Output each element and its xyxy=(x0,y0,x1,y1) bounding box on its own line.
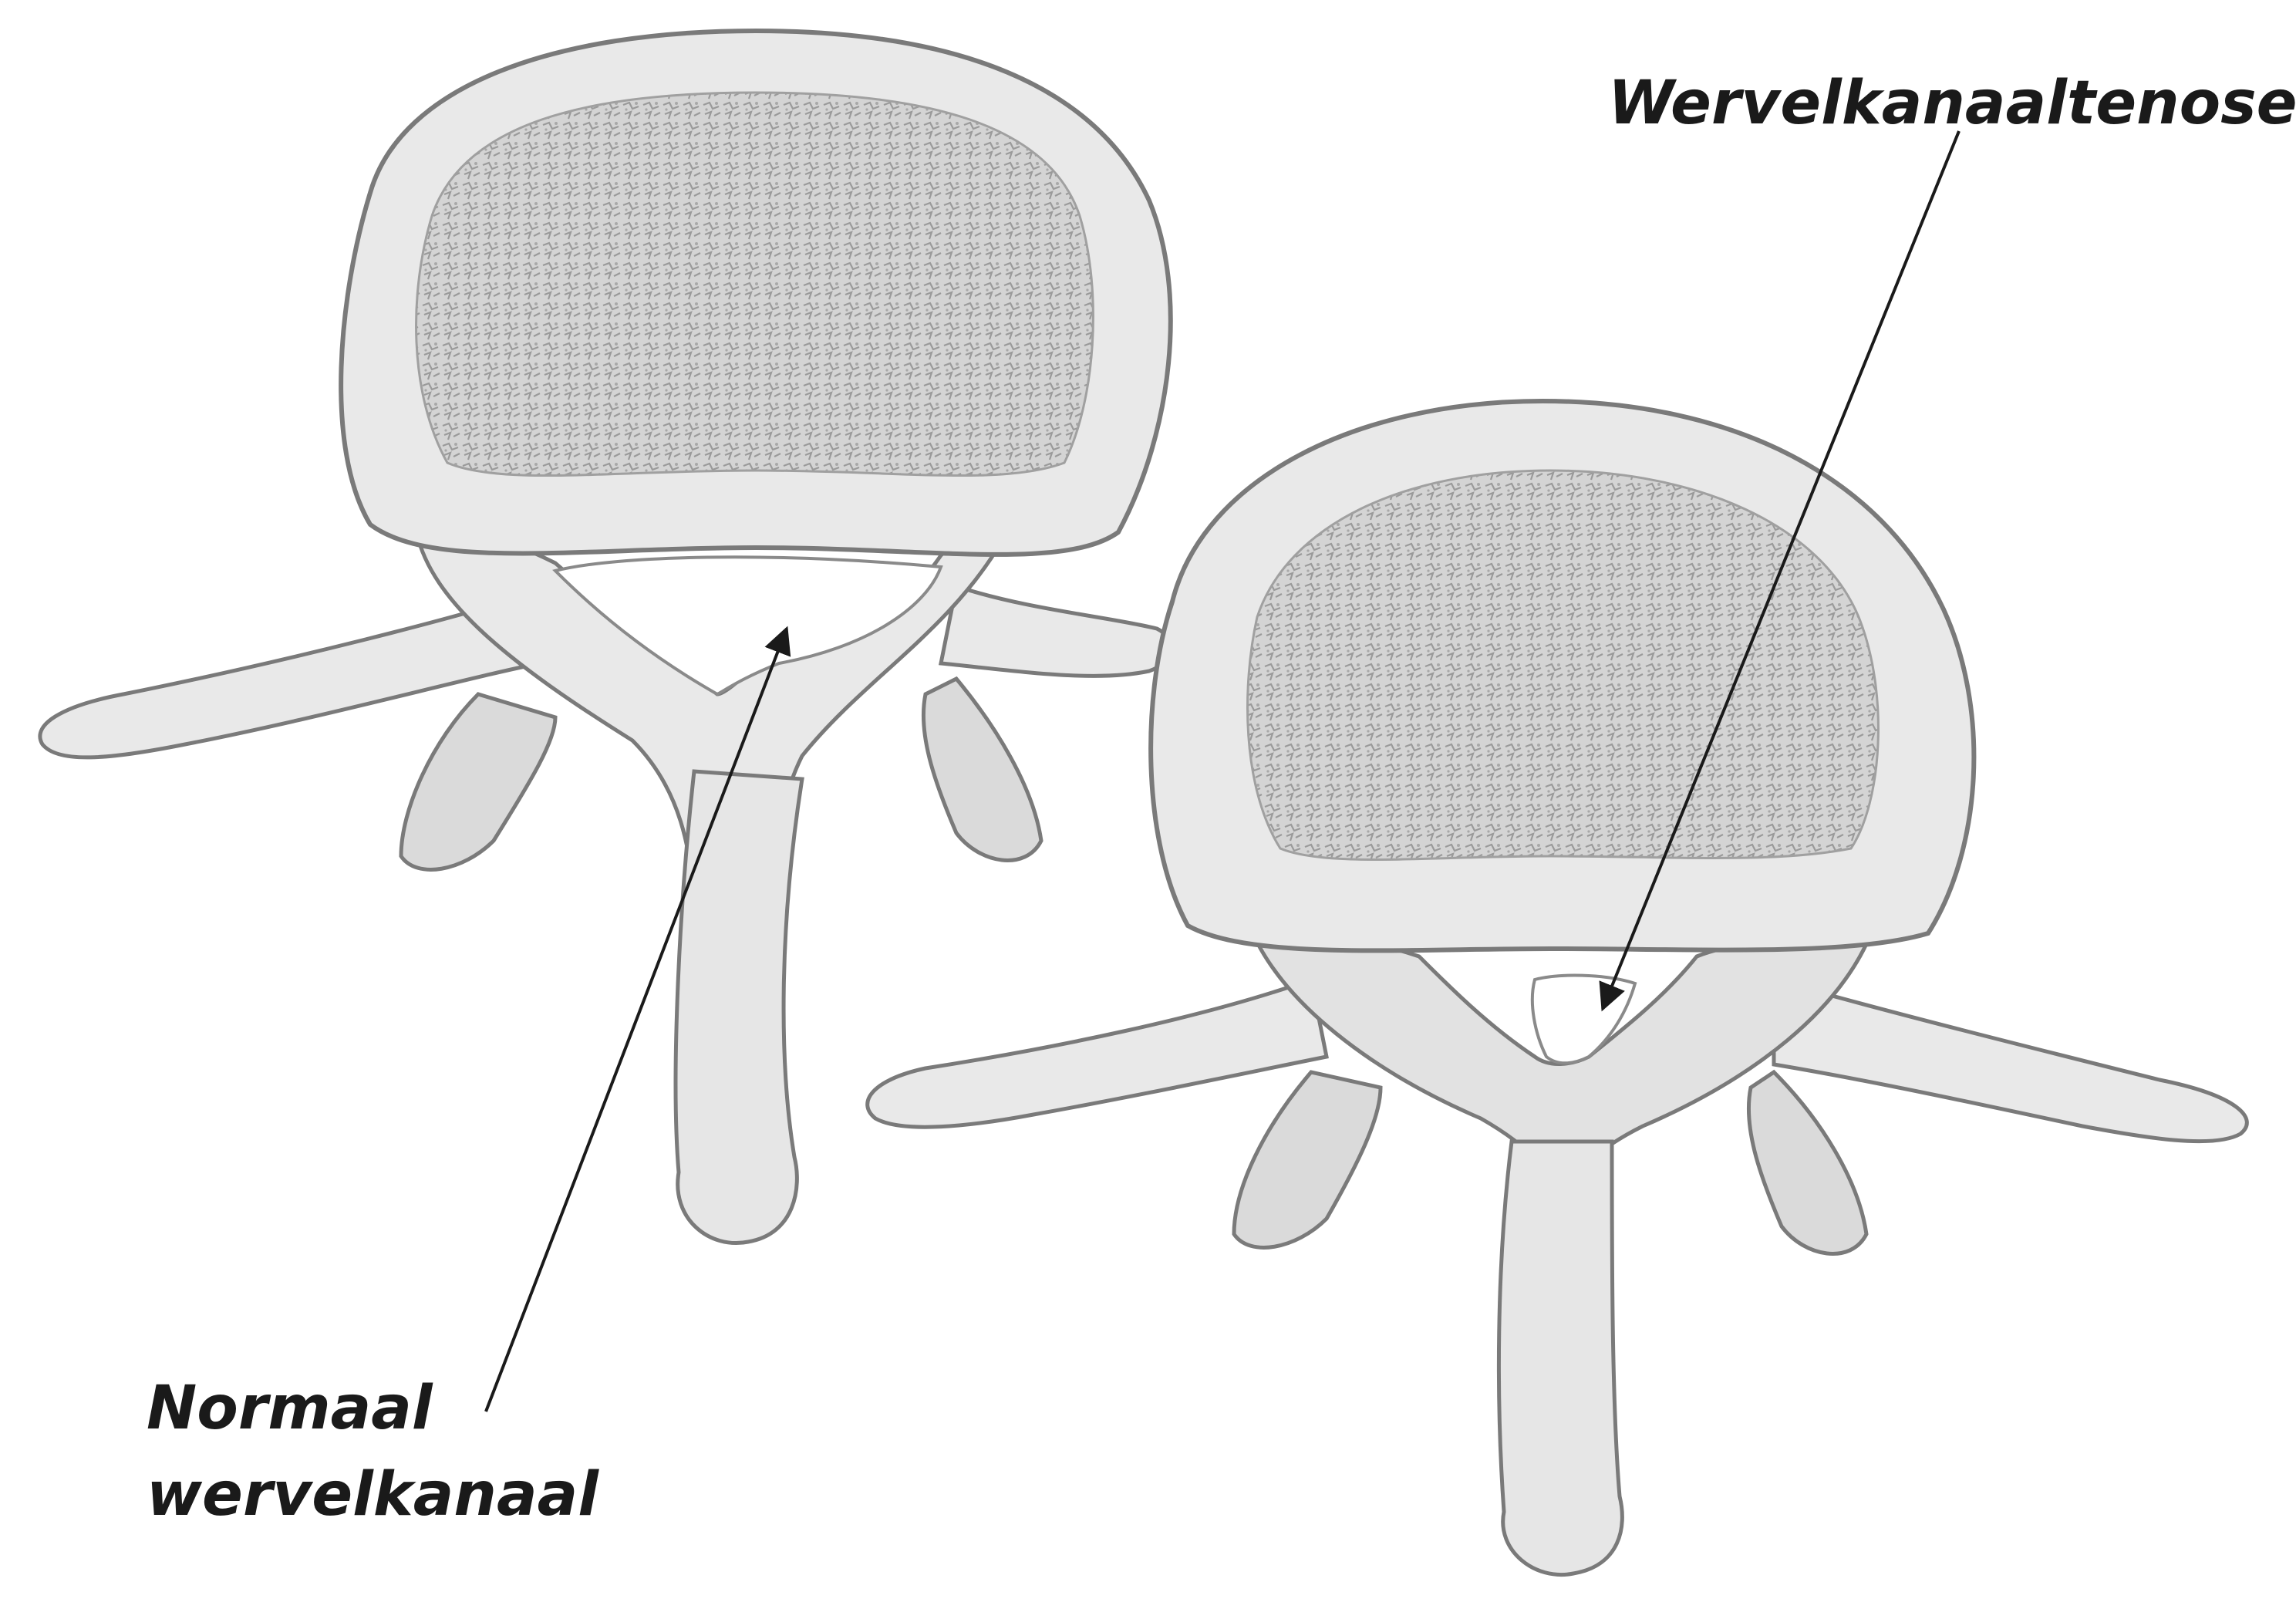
stenotic-spinous-process xyxy=(1499,1142,1622,1575)
label-stenosis: Wervelkanaaltenose xyxy=(1608,60,2296,147)
stenotic-vertebra xyxy=(868,401,2247,1575)
normal-right-transverse-process xyxy=(941,586,1171,676)
normal-right-facet xyxy=(923,679,1041,860)
normal-cancellous-bone xyxy=(416,93,1094,476)
stenotic-left-transverse-process xyxy=(868,980,1327,1127)
label-normal-line1: Normaal xyxy=(147,1365,598,1452)
stenotic-right-facet xyxy=(1748,1072,1866,1253)
stenotic-left-facet xyxy=(1234,1072,1381,1247)
label-normal-line2: wervelkanaal xyxy=(147,1452,598,1538)
label-normal-canal: Normaal wervelkanaal xyxy=(147,1365,598,1538)
stenotic-right-transverse-process xyxy=(1774,980,2247,1142)
normal-left-facet xyxy=(401,694,555,869)
normal-spinous-process xyxy=(676,771,802,1243)
